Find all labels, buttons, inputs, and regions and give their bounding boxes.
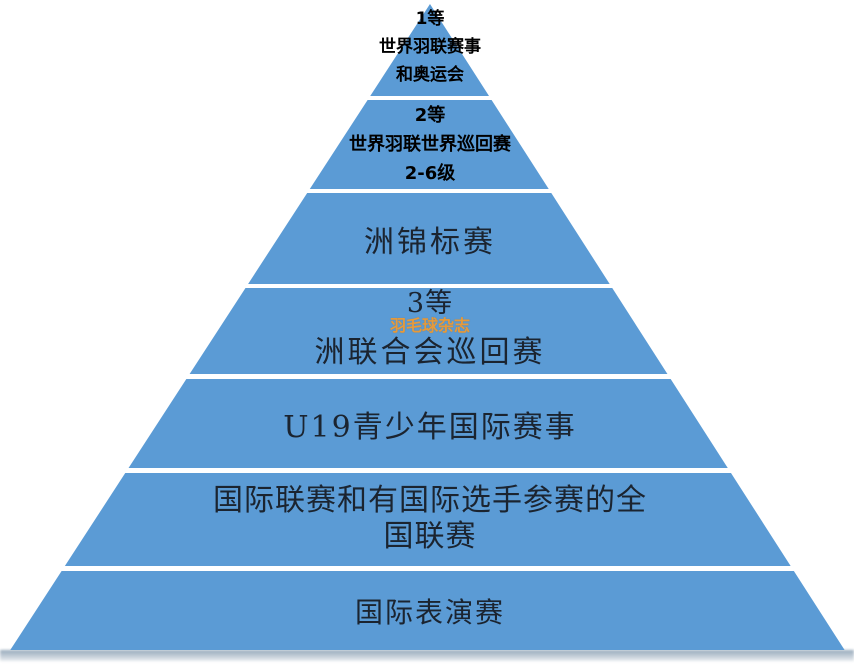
pyramid-tier-2-band: [10, 100, 845, 189]
pyramid-tier-3-band: [10, 193, 845, 284]
pyramid-tier-1-band: [10, 3, 845, 96]
pyramid-tier-7-band: [10, 571, 845, 651]
pyramid-tier-4-band: [10, 288, 845, 374]
pyramid-tier-5-band: [10, 379, 845, 468]
pyramid-tier-6-band: [10, 473, 845, 566]
pyramid-base-shadow: [0, 650, 854, 661]
